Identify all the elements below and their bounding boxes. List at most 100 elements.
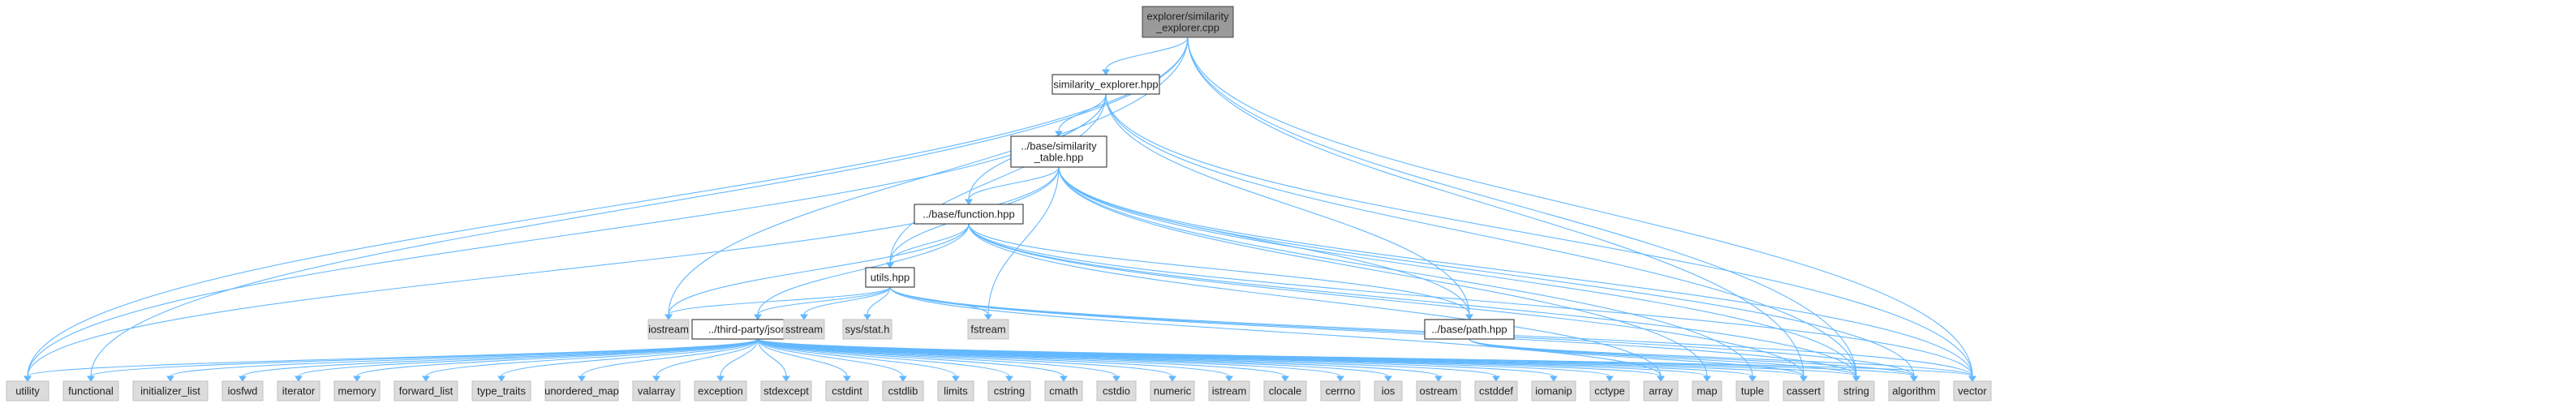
node-box [277, 380, 320, 401]
node-label: ios [1382, 385, 1396, 397]
node-box [1142, 6, 1234, 38]
node-clocale: clocale [1263, 380, 1307, 401]
edge-arrowhead [422, 376, 430, 382]
edge-line [90, 36, 1189, 377]
edge-line [1058, 166, 1470, 315]
edge-arrowhead [497, 376, 505, 382]
node-box [1531, 380, 1576, 401]
node-utils[interactable]: utils.hpp [865, 267, 915, 288]
edge-simtable-to-path [1058, 166, 1473, 320]
edge-json-to-unordered_map [578, 338, 759, 382]
node-valarray: valarray [632, 380, 681, 401]
edge-arrowhead [1005, 376, 1013, 382]
edge-line [1105, 93, 1857, 377]
node-vector: vector [1953, 380, 1992, 401]
edge-line [889, 223, 970, 264]
node-label: sstream [785, 324, 823, 336]
edge-line [1058, 166, 1708, 377]
node-box [471, 380, 531, 401]
edge-line [757, 286, 891, 315]
edge-line [889, 93, 1107, 264]
node-label: algorithm [1892, 385, 1935, 397]
edge-line [1187, 36, 1804, 377]
node-box [544, 380, 619, 401]
edge-arrowhead [87, 376, 95, 382]
node-label: clocale [1269, 385, 1301, 397]
node-cstdint: cstdint [825, 380, 869, 401]
edge-arrowhead [1112, 376, 1120, 382]
edge-line [1058, 166, 1753, 377]
edge-arrowhead [1852, 376, 1860, 382]
edge-utils-to-sstream [800, 286, 891, 320]
edge-utils-to-fstream [889, 286, 992, 320]
edge-arrowhead [1055, 131, 1063, 137]
node-stdexcept: stdexcept [760, 380, 812, 401]
node-simexp[interactable]: similarity_explorer.hpp [1051, 74, 1160, 95]
edge-arrowhead [952, 376, 960, 382]
edge-line [803, 286, 891, 315]
node-box [62, 380, 119, 401]
node-cctype: cctype [1589, 380, 1630, 401]
node-label: type_traits [477, 385, 526, 397]
edge-utils-to-iostream [664, 286, 891, 320]
node-algorithm: algorithm [1888, 380, 1940, 401]
node-tuple: tuple [1735, 380, 1770, 401]
edge-arrowhead [1225, 376, 1233, 382]
node-explorer[interactable]: explorer/similarity_explorer.cpp [1142, 6, 1234, 38]
edge-arrowhead [578, 376, 586, 382]
node-unordered_map: unordered_map [544, 380, 619, 401]
node-box [1416, 380, 1461, 401]
edge-arrowhead [1492, 376, 1500, 382]
edge-line [1469, 338, 1804, 377]
edge-arrowhead [166, 376, 174, 382]
node-box [1424, 319, 1515, 340]
node-box [783, 319, 825, 340]
edge-arrowhead [716, 376, 725, 382]
node-map: map [1692, 380, 1722, 401]
node-label: cstdlib [888, 385, 918, 397]
node-cstddef: cstddef [1474, 380, 1518, 401]
edge-line [581, 338, 759, 377]
node-box [937, 380, 974, 401]
node-label: ../base/function.hpp [922, 208, 1014, 221]
edge-line [1058, 166, 1973, 377]
node-string: string [1838, 380, 1875, 401]
edge-line [1105, 93, 1973, 377]
edge-line [757, 338, 1117, 377]
edge-line [668, 286, 891, 315]
edge-arrowhead [1657, 376, 1665, 382]
node-iterator: iterator [277, 380, 320, 401]
edge-arrowhead [353, 376, 361, 382]
node-box [1096, 380, 1137, 401]
node-memory: memory [333, 380, 381, 401]
node-simtable[interactable]: ../base/similarity_table.hpp [1010, 135, 1107, 168]
edge-arrowhead [754, 314, 762, 320]
edge-line [987, 166, 1060, 315]
edge-utils-to-sysstat [863, 286, 891, 320]
node-box [221, 380, 264, 401]
edge-json-to-functional [87, 338, 759, 382]
edge-arrowhead [1281, 376, 1289, 382]
edge-json-to-forward_list [422, 338, 759, 382]
node-cstdio: cstdio [1096, 380, 1137, 401]
edge-line [867, 286, 891, 315]
node-label: utils.hpp [871, 272, 910, 284]
node-label: similarity_explorer.hpp [1053, 79, 1158, 91]
node-function[interactable]: ../base/function.hpp [914, 204, 1024, 225]
edge-line [968, 223, 1804, 377]
node-sstream: sstream [783, 319, 825, 340]
node-label: cassert [1787, 385, 1821, 397]
node-fstream: fstream [967, 319, 1009, 340]
edge-arrowhead [1168, 376, 1176, 382]
node-cassert: cassert [1783, 380, 1825, 401]
node-label: fstream [970, 324, 1005, 336]
node-label: stdexcept [763, 385, 809, 397]
node-cmath: cmath [1044, 380, 1083, 401]
edge-arrowhead [899, 376, 907, 382]
node-label: limits [944, 385, 968, 397]
node-label: forward_list [399, 385, 454, 397]
node-path[interactable]: ../base/path.hpp [1424, 319, 1515, 340]
node-label: cerrno [1326, 385, 1356, 397]
edge-line [27, 338, 759, 377]
edge-arrowhead [1336, 376, 1344, 382]
